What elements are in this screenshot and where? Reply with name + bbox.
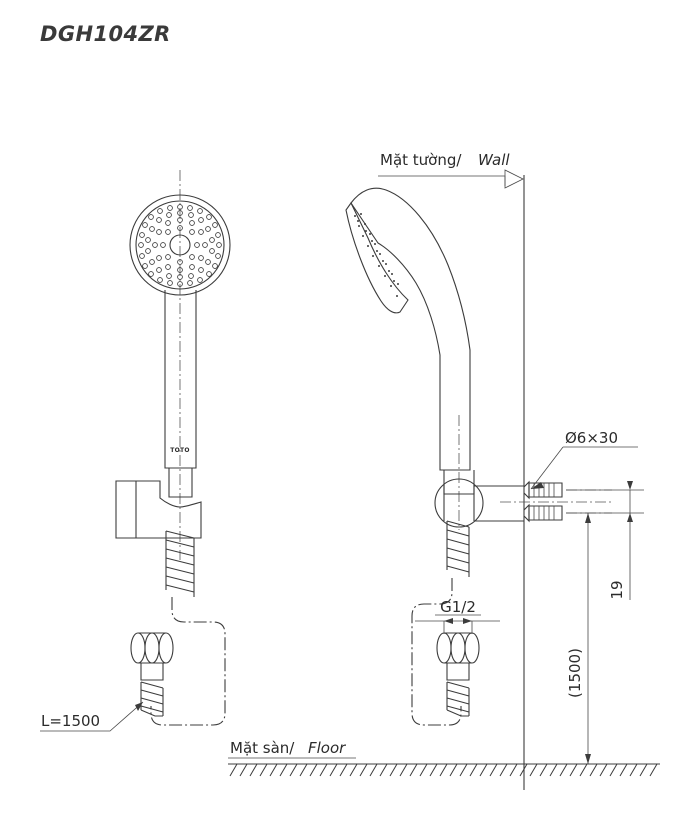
- side-spray-face: [345, 201, 409, 314]
- showerhead-center-hole: [169, 234, 191, 256]
- wall-label-en: Wall: [478, 151, 510, 169]
- anchor-spec-arrowhead-icon: [531, 482, 544, 489]
- front-hose-coil: [165, 530, 195, 597]
- wall-anchor-upper: [523, 480, 563, 500]
- thread-label: G1/2: [440, 598, 476, 616]
- showerhead-outer-ring: [129, 194, 231, 296]
- anchor-spacing-label: 19: [608, 580, 626, 599]
- side-holder-ring: [434, 478, 484, 528]
- hose-length-label: L=1500: [41, 712, 100, 730]
- floor-label-vi: Mặt sàn/: [230, 739, 295, 757]
- side-holder-arm: [474, 485, 524, 522]
- mount-height-dimension: (1500): [566, 513, 591, 764]
- front-handle-body: [164, 290, 197, 469]
- anchor-spec-leader: [530, 446, 564, 490]
- anchor-spec-label: Ø6×30: [565, 429, 618, 447]
- floor-line-group: [228, 757, 660, 777]
- anchor-upper-body: [528, 482, 563, 498]
- thread-dim-arrow-left-icon: [444, 618, 453, 624]
- anchor-lower-ribs: [533, 506, 555, 520]
- thread-dim-arrow-right-icon: [463, 618, 472, 624]
- side-handle-neck: [443, 470, 475, 495]
- front-holder-bracket: [115, 480, 202, 539]
- wall-anchor-lower: [523, 503, 563, 523]
- side-view: G1/2: [345, 187, 644, 764]
- hose-length-callout: L=1500: [40, 701, 144, 732]
- side-hose-end-fitting: [436, 632, 480, 717]
- floor-label-en: Floor: [308, 739, 346, 757]
- wall-label-vi: Mặt tường/: [380, 151, 462, 169]
- front-handle-neck: [168, 468, 193, 498]
- front-hose-end-fitting: [130, 632, 174, 717]
- brand-logo: TOTO: [170, 447, 190, 454]
- thread-dimension: G1/2: [415, 598, 500, 634]
- mount-height-arrow-top-icon: [585, 513, 591, 523]
- front-view: TOTO: [40, 170, 231, 732]
- showerhead-inner-ring: [135, 200, 225, 290]
- hose-length-leader: [40, 701, 144, 732]
- wall-arrowhead-icon: [504, 169, 524, 189]
- anchor-spacing-arrow-bottom-icon: [627, 513, 633, 522]
- side-spray-dots: [354, 213, 399, 297]
- front-hose-line: [150, 597, 226, 726]
- anchor-upper-flange: [523, 480, 530, 500]
- anchor-spec-callout: Ø6×30: [530, 429, 638, 490]
- anchor-lower-flange: [523, 503, 530, 523]
- side-hose-line: [411, 578, 462, 726]
- side-holder-ring-edges: [443, 485, 475, 521]
- anchor-spacing-dimension: 19: [566, 481, 644, 600]
- side-showerhead-body: [350, 187, 471, 471]
- floor-hatching: [229, 763, 658, 777]
- wall-label-leader: [378, 175, 506, 186]
- mount-height-label: (1500): [566, 648, 584, 698]
- side-hose-coil: [446, 520, 470, 577]
- wall-line-group: [378, 169, 525, 790]
- spray-nozzle-pattern: [138, 204, 222, 287]
- mount-height-arrow-bottom-icon: [585, 754, 591, 764]
- anchor-lower-body: [528, 505, 563, 521]
- hose-length-arrowhead-icon: [135, 702, 143, 711]
- page-title: DGH104ZR: [40, 22, 171, 46]
- anchor-spacing-arrow-top-icon: [627, 481, 633, 490]
